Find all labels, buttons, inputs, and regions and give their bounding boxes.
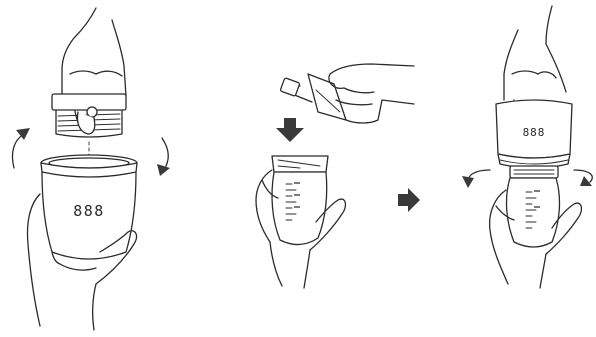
bag-connector <box>510 166 558 178</box>
milk-bag-3 <box>507 178 560 247</box>
right-arrow-icon <box>398 188 420 212</box>
pouring-bottle <box>280 74 346 120</box>
rotate-ccw-left-icon <box>12 128 30 168</box>
warmer-body-1: 888 <box>41 155 137 264</box>
warmer-display-3: 888 <box>523 126 546 139</box>
warmer-body-3: 888 <box>496 100 572 168</box>
down-arrow-icon <box>276 118 304 142</box>
milk-storage-bag <box>272 156 328 245</box>
warmer-display-1: 888 <box>73 202 105 220</box>
step-2-illustration <box>256 64 420 288</box>
rotate-cw-right-icon <box>157 138 170 176</box>
step-3-illustration: 888 <box>462 6 592 288</box>
bottle-cap-1 <box>52 94 126 137</box>
rotate-right-icon <box>574 170 592 186</box>
rotate-left-icon <box>462 170 490 188</box>
step-1-illustration: 888 <box>12 8 170 330</box>
